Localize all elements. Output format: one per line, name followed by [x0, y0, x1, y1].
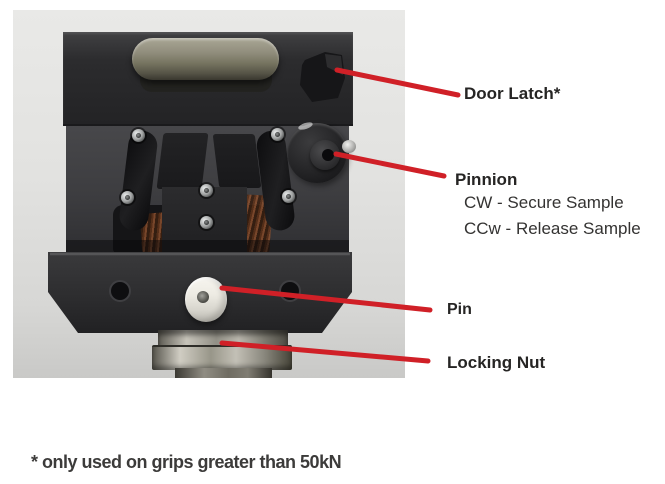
footnote: * only used on grips greater than 50kN	[31, 452, 342, 472]
screw	[282, 190, 295, 203]
pin-center-hole	[197, 291, 209, 303]
pinion-cw-note: CW - Secure Sample	[464, 193, 624, 212]
support-column	[175, 368, 272, 378]
pin-label: Pin	[447, 301, 472, 318]
door-latch-label: Door Latch*	[464, 84, 561, 103]
jaw-wedge-right	[212, 134, 262, 188]
door-latch-knob	[300, 52, 345, 102]
pinion-socket-hole	[322, 149, 334, 161]
screw	[271, 128, 284, 141]
pinion-ccw-note: CCw - Release Sample	[464, 219, 641, 238]
grip-photo	[13, 10, 405, 378]
body-shadow	[66, 240, 349, 253]
jaw-wedge-left	[156, 133, 209, 189]
pinion-label-block: Pinnion CW - Secure Sample CCw - Release…	[455, 169, 641, 242]
locking-nut-label: Locking Nut	[447, 353, 546, 372]
screw	[200, 216, 213, 229]
screw	[132, 129, 145, 142]
locking-nut-ring	[152, 345, 292, 370]
screw	[121, 191, 134, 204]
pinion-label: Pinnion	[455, 170, 518, 189]
pinion-shaft-stub	[342, 140, 356, 153]
carry-handle	[132, 38, 279, 80]
screw	[200, 184, 213, 197]
